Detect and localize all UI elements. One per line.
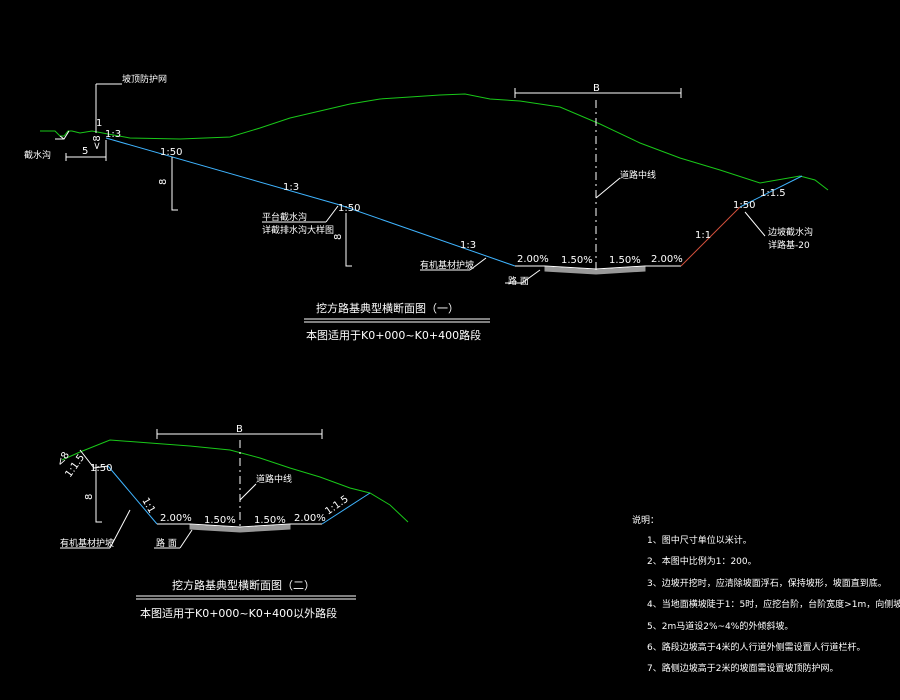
road-section-1 [515,265,681,270]
note-item-3: 3、边坡开挖时，应清除坡面浮石，保持坡形，坡面直到底。 [647,577,887,589]
figure1-subtitle: 本图适用于K0+000~K0+400路段 [306,328,481,342]
label-intercept-ditch: 截水沟 [24,149,51,161]
note-item-1: 1、图中尺寸单位以米计。 [647,534,752,546]
label2-p200a: 2.00% [160,513,192,524]
figure-1: 坡顶防护网 截水沟 1 1:3 <8 5 1:50 8 1:3 平台截水沟 详截… [24,73,829,342]
figure1-title: 挖方路基典型横断面图（一） [316,301,459,315]
label-s11: 1:1 [695,230,711,241]
note-item-6: 6、路段边坡高于4米的人行道外侧需设置人行道栏杆。 [647,641,865,653]
figure2-title: 挖方路基典型横断面图（二） [172,578,315,592]
terrain-line-1 [40,93,829,191]
label-d5: 5 [82,146,88,157]
label-s8a: 8 [158,179,169,185]
label-d3: <8 [92,135,103,150]
notes-block: 说明： 1、图中尺寸单位以米计。 2、本图中比例为1：200。 3、边坡开挖时，… [632,514,900,674]
road-section-2 [157,523,322,528]
label2-p150a: 1.50% [204,515,236,526]
right-slope-1 [680,206,741,267]
label-side-ditch1: 边坡截水沟 [768,226,813,238]
label-p200b: 2.00% [651,254,683,265]
label-road-surface: 路 面 [508,275,529,287]
note-item-7: 7、路侧边坡高于2米的坡面需设置坡顶防护网。 [647,662,838,674]
label-center: 道路中线 [620,169,656,181]
figure-2: B <8 1:1.5 1:50 8 1:1 有机基材护坡 2.00% 1.50%… [55,424,409,620]
label2-s150: 1:50 [90,463,112,474]
label-p150b: 1.50% [609,255,641,266]
figure2-subtitle: 本图适用于K0+000~K0+400以外路段 [140,606,337,620]
label2-slope-protect: 有机基材护坡 [60,537,114,549]
label2-p150b: 1.50% [254,515,286,526]
label-slope-protect: 有机基材护坡 [420,259,474,271]
label-s13b: 1:3 [460,240,476,251]
label-platform2: 详截排水沟大样图 [262,224,334,236]
label2-B: B [236,424,243,435]
label2-s11: 1:1 [139,496,157,515]
label-side-ditch2: 详路基-20 [768,239,810,251]
road-pavement-2 [189,524,291,533]
road-pavement-1 [544,266,646,275]
note-item-2: 2、本图中比例为1：200。 [647,555,757,567]
note-item-5: 5、2m马道设2%~4%的外倾斜坡。 [647,620,793,632]
label2-road-surface: 路 面 [156,537,177,549]
label-s13a: 1:3 [283,182,299,193]
label-s8b: 8 [333,234,344,240]
terrain-line-2 [61,439,409,523]
note-item-4: 4、当地面横坡陡于1：5时，应挖台阶，台阶宽度>1m，向侧坡度2-4% [647,598,900,610]
label-s115: 1:1.5 [760,188,786,199]
label-top-protect: 坡顶防护网 [122,73,167,85]
label-d2: 1:3 [105,129,121,140]
cut-slope-1 [105,137,516,267]
notes-heading: 说明： [632,514,659,526]
label-p150a: 1.50% [561,255,593,266]
label2-p200b: 2.00% [294,513,326,524]
label-B: B [593,83,600,94]
label-platform: 平台截水沟 [262,211,307,223]
label2-s8: 8 [84,494,95,500]
intercept-ditch [55,130,70,140]
label-p200a: 2.00% [517,254,549,265]
right-slope-2 [321,492,371,525]
left-slope-2 [107,465,158,525]
label-s150b: 1:50 [338,203,360,214]
label-s150c: 1:50 [733,200,755,211]
label-d1: 1 [96,118,102,129]
label2-center: 道路中线 [256,473,292,485]
label-s150a: 1:50 [160,147,182,158]
